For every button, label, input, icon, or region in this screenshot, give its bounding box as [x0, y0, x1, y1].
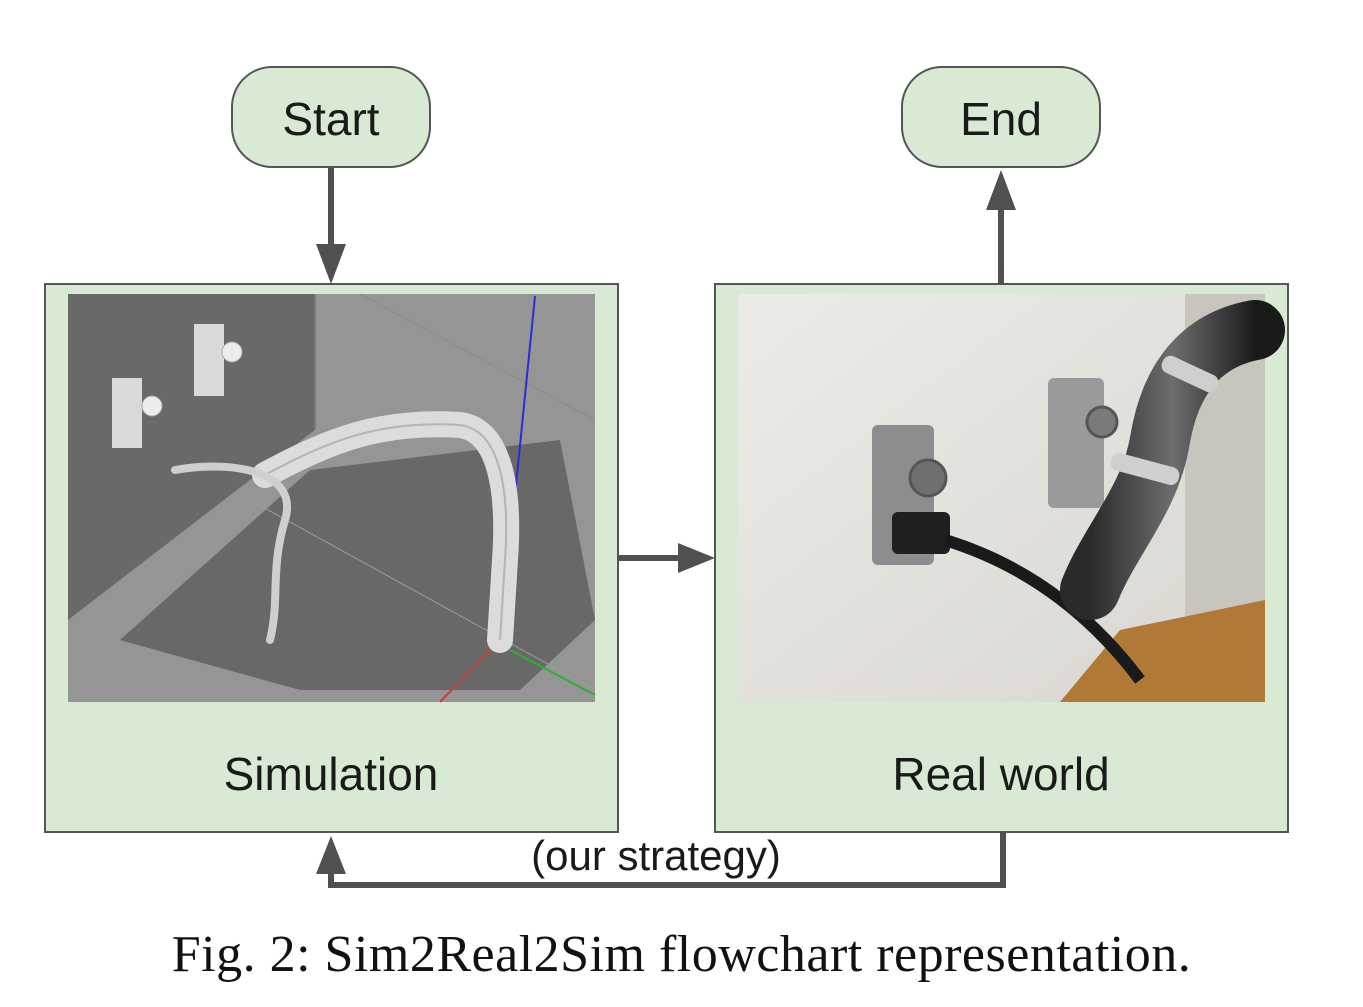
simulation-node: Simulation — [44, 283, 619, 833]
arrow-simulation-to-real-world — [618, 543, 715, 573]
end-node: End — [901, 66, 1101, 168]
feedback-label: (our strategy) — [531, 832, 781, 879]
flowchart-diagram: Start End — [44, 66, 1289, 888]
simulation-render-image — [68, 293, 596, 703]
start-node: Start — [231, 66, 431, 168]
arrow-real-world-to-end — [986, 170, 1016, 284]
real-world-label: Real world — [892, 748, 1109, 800]
simulation-label: Simulation — [224, 748, 439, 800]
arrow-feedback-real-world-to-simulation: (our strategy) — [316, 832, 1006, 888]
figure-caption: Fig. 2: Sim2Real2Sim flowchart represent… — [171, 926, 1192, 983]
real-world-photo — [738, 294, 1285, 702]
real-world-node: Real world — [714, 283, 1289, 833]
arrow-start-to-simulation — [316, 168, 346, 284]
start-label: Start — [282, 93, 379, 145]
end-label: End — [960, 93, 1042, 145]
